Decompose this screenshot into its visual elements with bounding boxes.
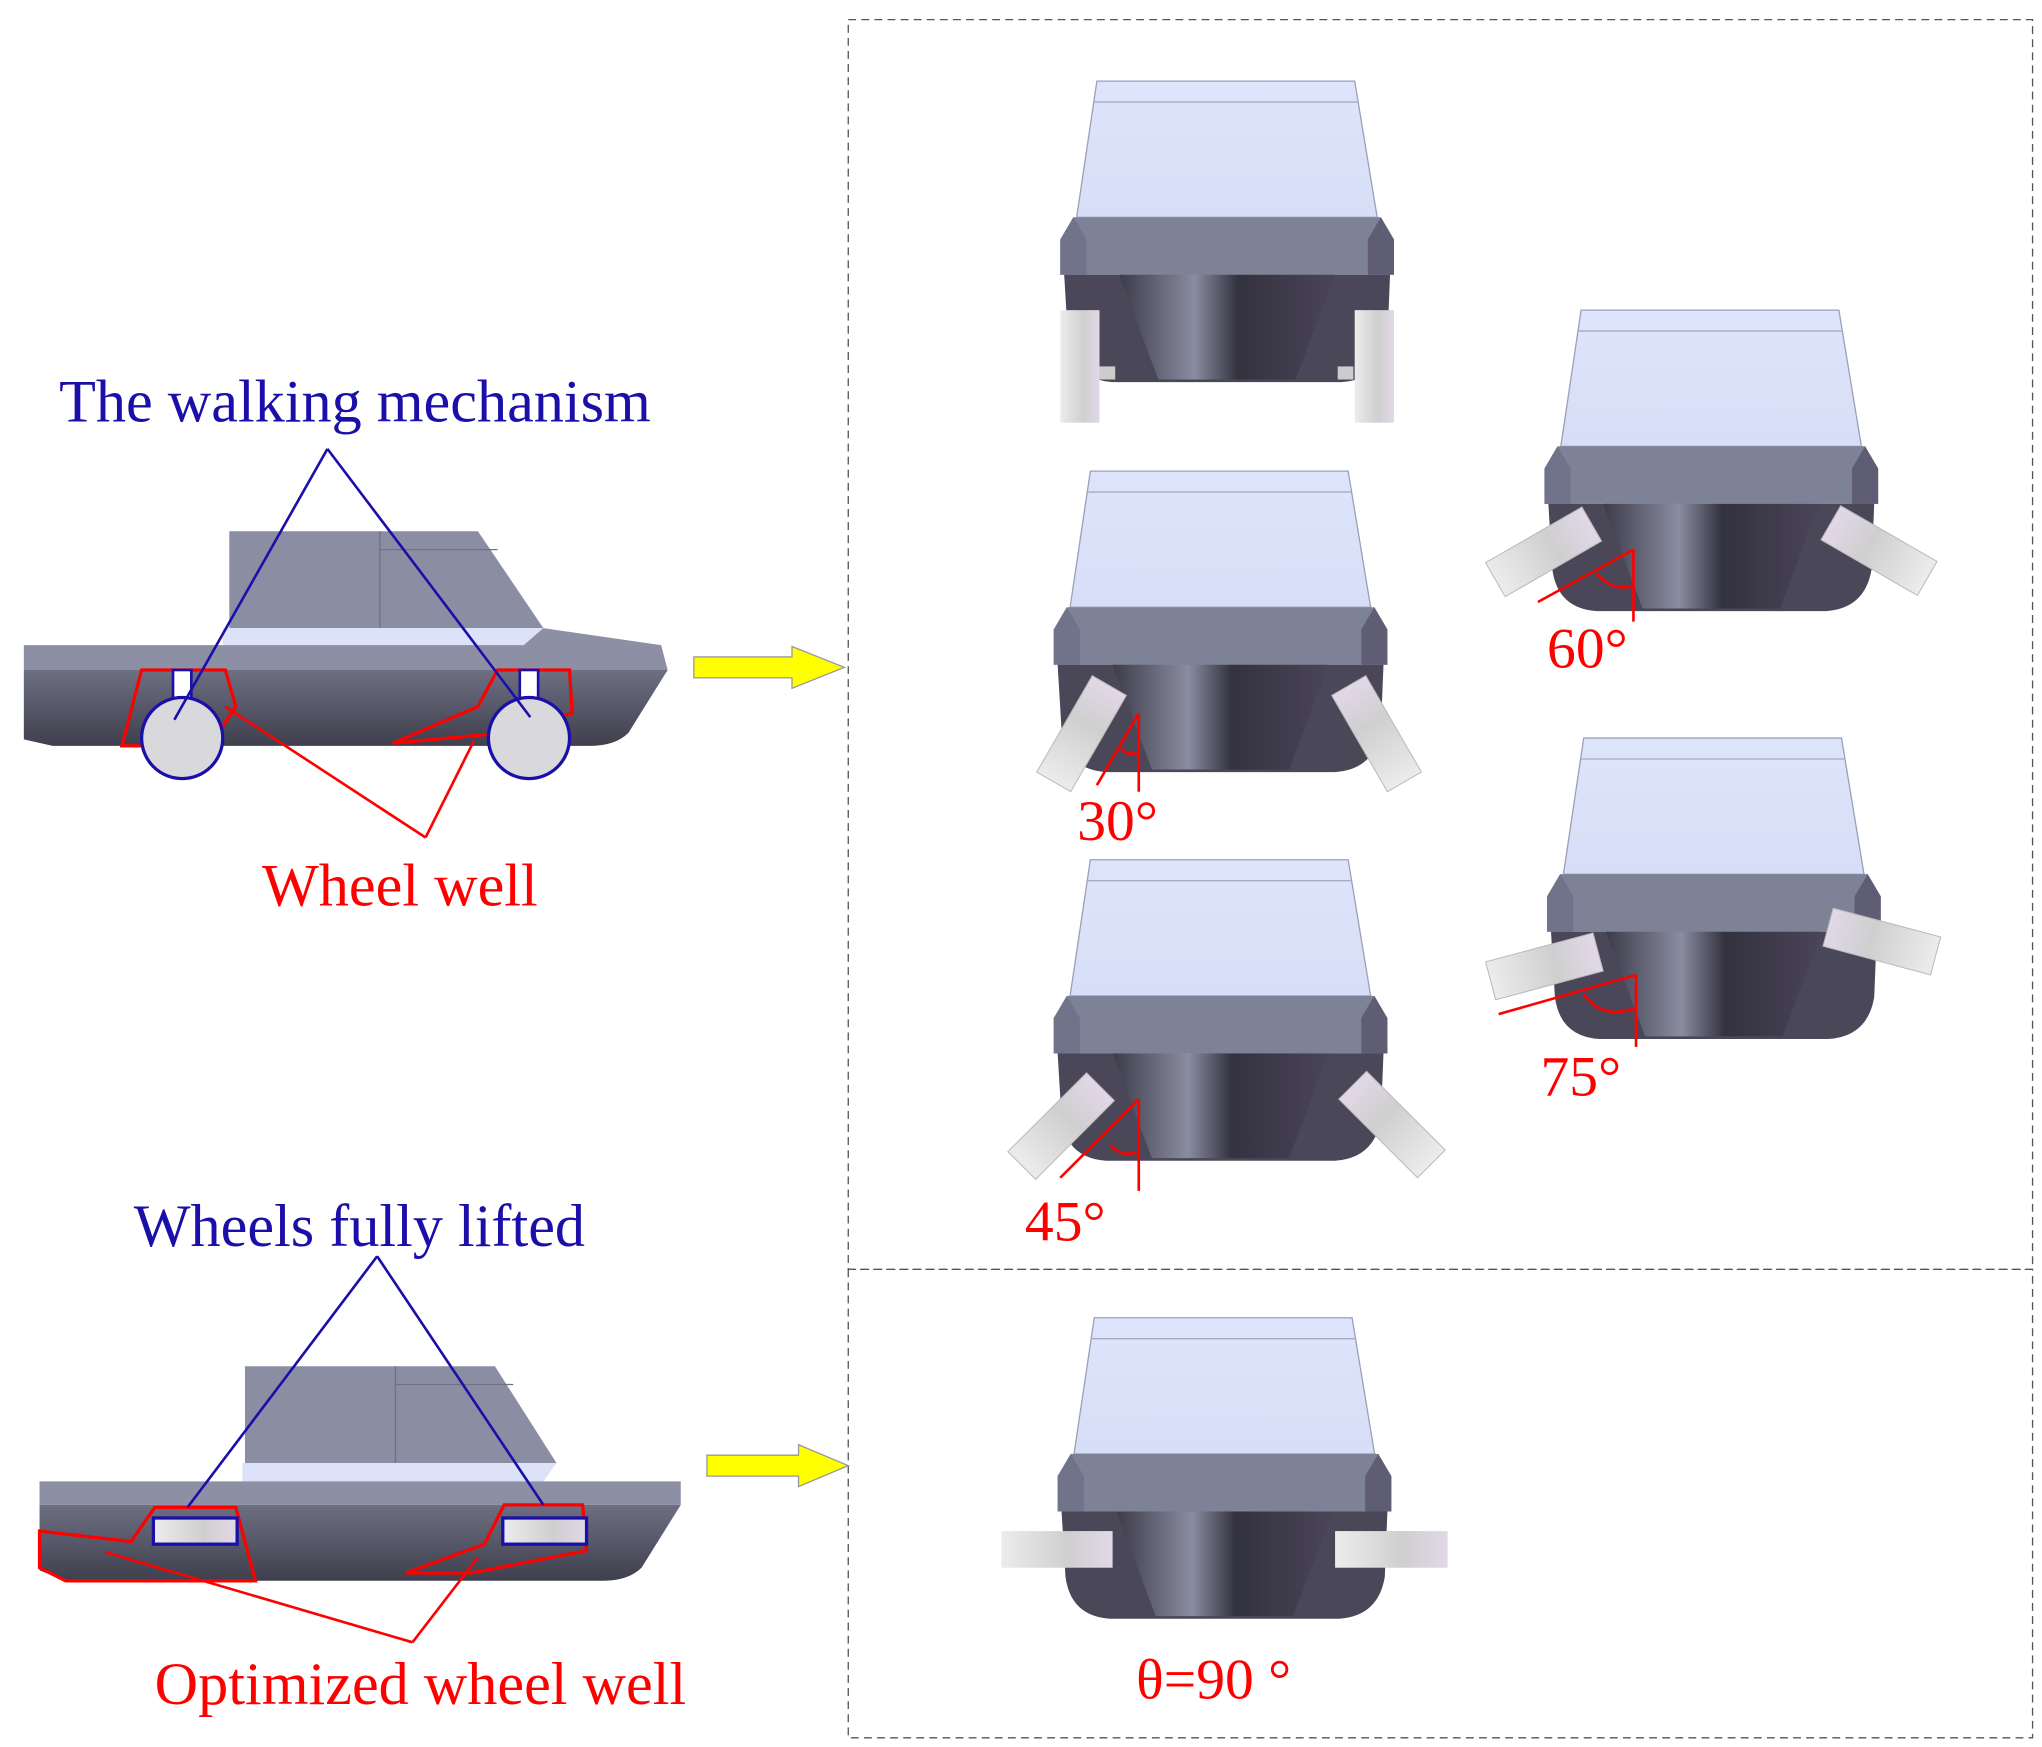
front-view-60deg: 60° bbox=[1485, 309, 1938, 680]
front-view-75deg: 75° bbox=[1485, 737, 1942, 1108]
wheel-well-callout-lines bbox=[224, 705, 476, 839]
front-view-90deg: θ=90 ° bbox=[1001, 1317, 1448, 1712]
walking-callout-lines bbox=[173, 448, 532, 721]
upper-frame bbox=[847, 18, 2034, 1271]
angle-label-45: 45° bbox=[1025, 1191, 1106, 1254]
optimized-callout-lines bbox=[104, 1550, 479, 1644]
label-wheels-fully-lifted: Wheels fully lifted bbox=[134, 1193, 585, 1260]
side-view-walking bbox=[23, 531, 668, 781]
front-view-0deg bbox=[1059, 80, 1395, 423]
lower-frame bbox=[847, 1268, 2034, 1739]
label-wheel-well: Wheel well bbox=[262, 853, 538, 920]
angle-label-75: 75° bbox=[1541, 1045, 1622, 1108]
front-view-30deg: 30° bbox=[1036, 470, 1422, 853]
front-wheel bbox=[486, 695, 572, 781]
arrow-right-icon bbox=[693, 645, 847, 690]
angle-label-60: 60° bbox=[1547, 617, 1628, 680]
front-view-45deg: 45° bbox=[1007, 859, 1446, 1254]
rear-wheel bbox=[139, 695, 225, 781]
angle-label-90: θ=90 ° bbox=[1136, 1649, 1291, 1712]
label-walking-mechanism: The walking mechanism bbox=[59, 368, 651, 435]
angle-label-30: 30° bbox=[1077, 790, 1158, 853]
arrow-right-icon bbox=[706, 1443, 850, 1488]
label-optimized-wheel-well: Optimized wheel well bbox=[155, 1651, 687, 1718]
lifted-callout-lines bbox=[186, 1255, 545, 1509]
rear-wheel-lifted bbox=[151, 1516, 239, 1546]
front-wheel-lifted bbox=[501, 1516, 589, 1546]
side-view-lifted bbox=[37, 1366, 681, 1583]
